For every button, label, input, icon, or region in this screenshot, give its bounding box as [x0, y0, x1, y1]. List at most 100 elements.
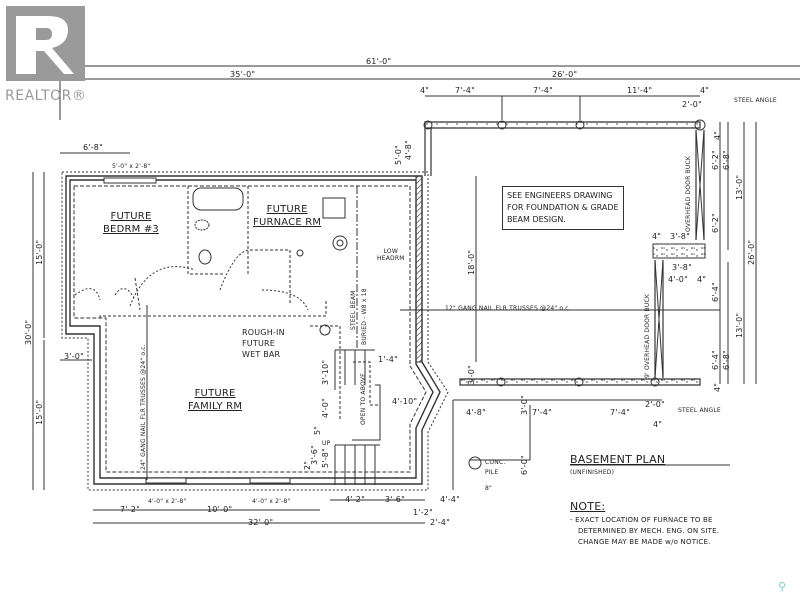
steel-angle-top-label: STEEL ANGLE — [734, 97, 777, 104]
dim-bot-10-0: 10'-0" — [207, 505, 233, 514]
dim-mid-3-0: 3'-0" — [467, 365, 476, 385]
plan-title: BASEMENT PLAN — [570, 453, 666, 466]
dim-bot-3-6: 3'-6" — [385, 495, 405, 504]
dim-stair-1-4: 1'-4" — [378, 355, 398, 364]
dim-left-30-0: 30'-0" — [24, 319, 33, 345]
room-family-line1: FUTURE — [194, 388, 236, 399]
dim-bot-6-0: 6'-0" — [520, 455, 529, 475]
window-bottom-right-label: 4'-0" x 2'-8" — [252, 498, 291, 505]
note-line1: - EXACT LOCATION OF FURNACE TO BE — [570, 516, 713, 524]
trusses-horizontal-label: 12" GANG NAIL FLR TRUSSES @24" o.c. — [445, 305, 571, 312]
dim-top-7-4-a: 7'-4" — [455, 86, 475, 95]
dim-right-4-a: 4" — [713, 130, 722, 140]
dim-bot-2-0: 2'-0" — [645, 400, 665, 409]
dim-left-3-0: 3'-0" — [64, 352, 84, 361]
dim-stair-4-0: 4'-0" — [321, 398, 330, 418]
conc-pile-label: CONC. PILE — [485, 458, 506, 478]
open-to-above-line1: OPEN TO — [360, 396, 367, 425]
engineers-note-line3: BEAM DESIGN. — [507, 215, 566, 224]
dim-bot-4-4: 4'-4" — [440, 495, 460, 504]
note-body: - EXACT LOCATION OF FURNACE TO BE DETERM… — [570, 515, 719, 548]
room-furnace-line1: FUTURE — [266, 204, 308, 215]
door-buck-top-label: OVERHEAD DOOR BUCK — [685, 156, 692, 232]
dim-right-6-2-b: 6'-2" — [711, 213, 720, 233]
wet-bar-line1: ROUGH-IN — [242, 328, 285, 337]
note-heading: NOTE: — [570, 500, 606, 513]
dim-bot-2-4: 2'-4" — [430, 518, 450, 527]
engineers-note-line1: SEE ENGINEERS DRAWING — [507, 191, 613, 200]
dim-top-2-0: 2'-0" — [682, 100, 702, 109]
dim-top-7-4-b: 7'-4" — [533, 86, 553, 95]
dim-right-6-4-b: 6'-4" — [711, 350, 720, 370]
dim-top-4: 4" — [420, 86, 430, 95]
pile-size-label: 8" — [485, 485, 492, 492]
dim-right-6-8-b: 6'-8" — [722, 350, 731, 370]
low-headroom-label: LOW HEADRM — [377, 248, 405, 262]
dim-stair-2: 2" — [303, 460, 312, 470]
dim-top-right-4: 4" — [700, 86, 710, 95]
map-pin-icon[interactable]: ⚲ — [778, 580, 787, 593]
dim-bot-4-8: 4'-8" — [466, 408, 486, 417]
dim-stair-4-10: 4'-10" — [392, 397, 418, 406]
dim-bot-4: 4" — [653, 420, 663, 429]
dim-left-15-0-bottom: 15'-0" — [35, 399, 44, 425]
dim-bot-7-4-a: 7'-4" — [532, 408, 552, 417]
dim-bot-1-2: 1'-2" — [413, 508, 433, 517]
conc-pile-line2: PILE — [485, 469, 499, 476]
dim-right-4-d: 4" — [713, 382, 722, 392]
dim-right-6-4-a: 6'-4" — [711, 282, 720, 302]
dim-right-3-8-b: 3'-8" — [672, 263, 692, 272]
room-family: FUTURE FAMILY RM — [188, 387, 242, 413]
dim-right-6-2-a: 6'-2" — [711, 150, 720, 170]
window-top-label: 5'-0" x 2'-8" — [112, 163, 151, 170]
steel-beam-spec: BURIED - W8 x 18 — [361, 288, 368, 345]
dim-right-6-8-a: 6'-8" — [722, 150, 731, 170]
realtor-wordmark: REALTOR® — [5, 88, 87, 104]
steel-beam-label: STEEL BEAM — [350, 290, 357, 331]
dim-house-width: 35'-0" — [230, 70, 256, 79]
dim-right-3-8-a: 3'-8" — [670, 232, 690, 241]
dim-garage-width: 26'-0" — [552, 70, 578, 79]
room-bedroom-line2: BEDRM #3 — [103, 224, 159, 235]
dim-mid-18-0: 18'-0" — [467, 249, 476, 275]
engineers-note-line2: FOR FOUNDATION & GRADE — [507, 203, 619, 212]
dim-right-4-0: 4'-0" — [668, 275, 688, 284]
dim-right-13-0-a: 13'-0" — [735, 174, 744, 200]
dim-bot-32-0: 32'-0" — [248, 518, 274, 527]
dim-bot-7-2: 7'-2" — [120, 505, 140, 514]
dim-left-15-0-top: 15'-0" — [35, 239, 44, 265]
room-family-line2: FAMILY RM — [188, 401, 243, 412]
dim-right-4-c: 4" — [697, 275, 707, 284]
low-headroom-line2: HEADRM — [377, 255, 405, 262]
plan-subtitle: (UNFINISHED) — [570, 469, 615, 476]
conc-pile-line1: CONC. — [485, 459, 506, 466]
dim-overall-width: 61'-0" — [366, 57, 392, 66]
dim-top-11-4: 11'-4" — [627, 86, 653, 95]
dim-stair-5: 5" — [313, 425, 322, 435]
room-furnace: FUTURE FURNACE RM — [253, 203, 321, 229]
dim-right-4-b: 4" — [652, 232, 662, 241]
trusses-vertical-label: 24" GANG NAIL FLR TRUSSES @24" o.c. — [140, 344, 147, 470]
window-bottom-left-label: 4'-0" x 2'-8" — [148, 498, 187, 505]
dim-stair-3-10: 3'-10" — [321, 359, 330, 385]
dim-v-4-8: 4'-8" — [404, 140, 413, 160]
dim-right-13-0-b: 13'-0" — [735, 312, 744, 338]
wet-bar-line2: FUTURE — [242, 339, 276, 348]
dim-bot-3-0: 3'-0" — [520, 395, 529, 415]
realtor-logo — [6, 6, 85, 81]
low-headroom-line1: LOW — [383, 248, 398, 255]
dim-right-26-0: 26'-0" — [747, 239, 756, 265]
room-bedroom-3: FUTURE BEDRM #3 — [103, 210, 159, 236]
dim-v-5-0: 5'-0" — [394, 145, 403, 165]
dim-bot-7-4-b: 7'-4" — [610, 408, 630, 417]
dim-bot-4-2: 4'-2" — [345, 495, 365, 504]
note-line2: DETERMINED BY MECH. ENG. ON SITE. — [578, 527, 720, 535]
dim-left-6-8: 6'-8" — [83, 143, 103, 152]
room-furnace-line2: FURNACE RM — [253, 217, 322, 228]
room-bedroom-line1: FUTURE — [110, 211, 152, 222]
door-buck-bottom-label: 9' OVERHEAD DOOR BUCK — [644, 294, 651, 378]
wet-bar-line3: WET BAR — [242, 350, 281, 359]
note-line3: CHANGE MAY BE MADE w/o NOTICE. — [578, 538, 711, 546]
engineers-note-box: SEE ENGINEERS DRAWING FOR FOUNDATION & G… — [502, 186, 624, 230]
